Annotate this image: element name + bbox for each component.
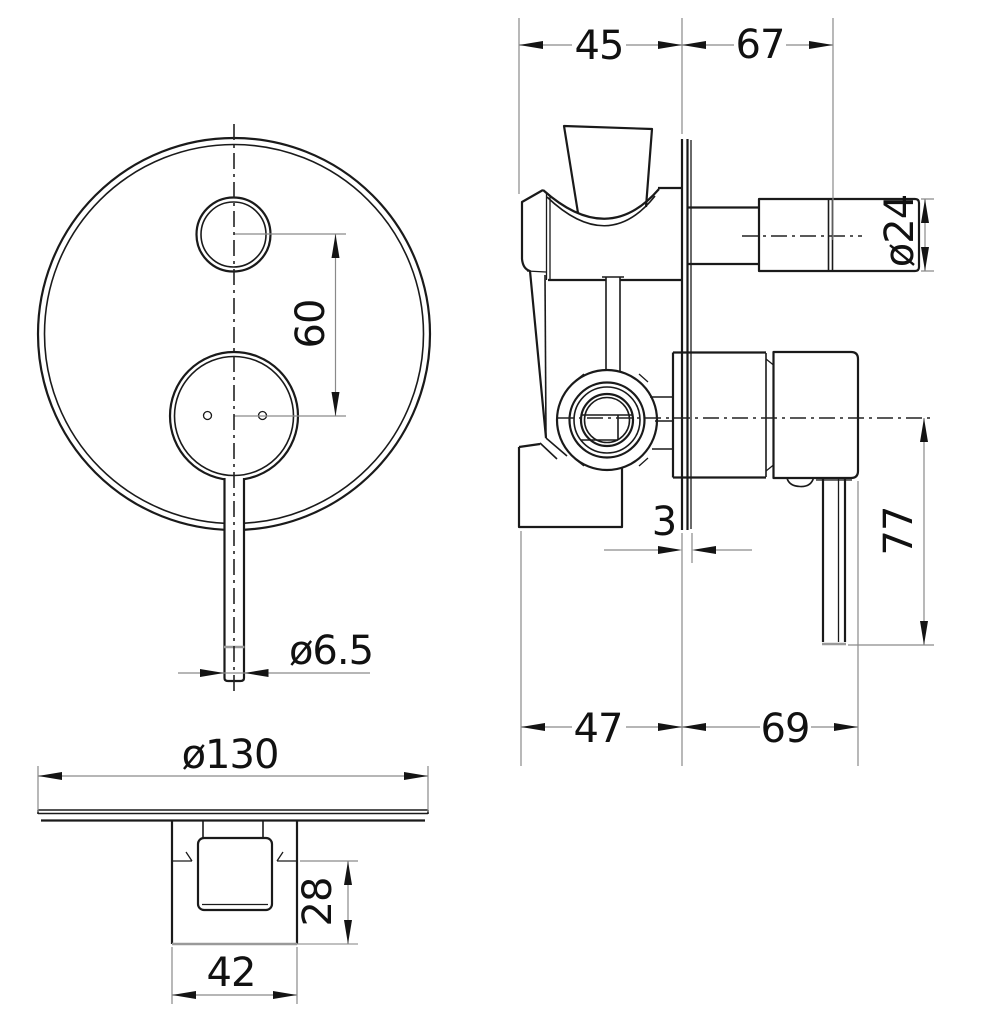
bottom-block (517, 447, 624, 529)
extension-lines-3 (681, 533, 693, 766)
arrow-3-left (658, 546, 682, 554)
dim-lever-drop-77: 77 (876, 507, 922, 556)
arrow-77-up (920, 418, 928, 442)
valve-column (602, 276, 624, 371)
arrow-60-down (331, 392, 340, 416)
arrow-6-5-right (244, 669, 269, 677)
handle-square-section (196, 836, 274, 912)
dim-plate-diameter-130: ø130 (182, 732, 279, 778)
base-cylinder-sides (170, 820, 299, 944)
arrow-69-right (834, 723, 858, 731)
arrow-24-down (921, 247, 929, 271)
dim-knob-diameter: ø24 (877, 195, 934, 272)
handle-base-bottom-view (170, 820, 299, 946)
valve-ring-mid (568, 381, 646, 459)
arrow-67-left (682, 41, 706, 49)
arrow-130-right (404, 772, 428, 780)
arrow-24-up (921, 199, 929, 223)
arrow-28-up (344, 861, 352, 885)
arrow-42-left (172, 991, 196, 999)
square-connectors (202, 820, 264, 838)
outlet-port-lines (650, 396, 673, 450)
dim-lever-diameter: ø6.5 (289, 628, 373, 674)
arrow-69-left (682, 723, 706, 731)
block-top-edge (518, 442, 541, 449)
arrow-130-left (38, 772, 62, 780)
knob-sleeve (688, 206, 759, 266)
dim-base-height: 28 (295, 860, 358, 945)
dim-base-width: 42 (171, 947, 298, 1004)
plate-bottom-view (37, 809, 429, 822)
extension-lines-60 (234, 233, 346, 417)
dim-center-distance: 60 (288, 300, 334, 349)
lever-fill (224, 478, 244, 681)
arrow-47-right (658, 723, 682, 731)
inlet-pipe (562, 124, 654, 214)
diverter-knob-side (688, 197, 921, 273)
knob-body (757, 197, 921, 273)
arrow-67-right (809, 41, 833, 49)
dim-base-height-28: 28 (295, 878, 341, 927)
handle-side (558, 350, 934, 646)
body-left-edge (520, 189, 548, 439)
arrow-45-right (658, 41, 682, 49)
handle-sleeve (673, 351, 766, 479)
dim-protrusion-67: 67 (736, 22, 785, 68)
dim-plate-thickness: 3 (604, 499, 752, 766)
saddle-curve-outer (542, 188, 660, 220)
dim-knob-diameter-24: ø24 (877, 195, 923, 267)
valve-body-side (517, 124, 681, 529)
valve-port-outer (579, 392, 635, 448)
dim-depth-45: 45 (575, 23, 624, 69)
arrow-77-down (920, 621, 928, 645)
arrow-60-up (331, 234, 340, 258)
arrow-47-left (521, 723, 545, 731)
set-screw-boss (786, 477, 815, 488)
dims-bottom: 47 69 (520, 481, 859, 766)
arrow-28-down (344, 920, 352, 944)
dim-lever-drop: 77 (848, 418, 934, 646)
side-view: 45 67 ø24 3 77 (517, 18, 934, 766)
saddle-curve-inner (546, 195, 656, 227)
wall-plate-side (680, 139, 692, 530)
body-slant-to-ring (539, 437, 568, 460)
ring-facets (574, 373, 649, 467)
body-left-step (526, 270, 547, 273)
handle-joint-ticks (765, 358, 774, 472)
dim-handle-protrusion-69: 69 (761, 706, 810, 752)
extension-lines-45-67 (518, 18, 834, 240)
front-view: 60 ø6.5 (36, 124, 432, 692)
arrow-42-right (273, 991, 297, 999)
arrow-6-5-left (200, 669, 224, 677)
handle-joint (765, 353, 775, 477)
body-left-inner-edge (544, 274, 547, 439)
arrow-45-left (519, 41, 543, 49)
valve-port-inner (583, 396, 631, 444)
valve-ring-mid-inner (573, 386, 641, 454)
base-chamfers (172, 851, 297, 862)
dims-top: 45 67 (518, 18, 834, 240)
valve-ring-outer (555, 368, 659, 472)
valve-port-detail (581, 414, 633, 441)
handle-lever-side (821, 478, 847, 642)
dim-base-width-42: 42 (207, 950, 256, 996)
body-inner-wall (545, 193, 551, 280)
extension-lines-24 (921, 198, 934, 272)
bottom-view: ø130 28 42 (37, 732, 429, 1004)
dim-body-depth-47: 47 (574, 706, 623, 752)
dim-plate-diameter: ø130 (37, 732, 429, 812)
handle-pin-hole-left (202, 410, 213, 421)
dim-plate-thickness-3: 3 (652, 499, 676, 545)
handle-block (772, 350, 860, 480)
arrow-3-right (692, 546, 716, 554)
extension-lines-130 (37, 766, 429, 812)
